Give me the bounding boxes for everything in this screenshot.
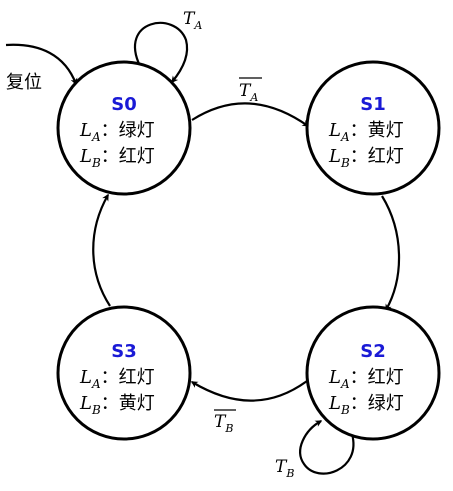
state-s2-la: LA：红灯 bbox=[328, 367, 404, 391]
state-s1: S1 LA：黄灯 LB：红灯 bbox=[305, 60, 441, 196]
state-s2-name: S2 bbox=[360, 341, 386, 362]
reset-label: 复位 bbox=[6, 72, 42, 93]
state-s0-name: S0 bbox=[111, 94, 137, 115]
state-s3-name: S3 bbox=[111, 341, 137, 362]
s2-self-loop bbox=[299, 420, 355, 475]
state-s3: S3 LA：红灯 LB：黄灯 bbox=[56, 305, 192, 441]
state-s2-lb: LB：绿灯 bbox=[328, 393, 404, 417]
s2-self-loop-label: TB bbox=[275, 457, 294, 480]
s3-to-s0-arrow bbox=[92, 193, 111, 307]
state-s0-la: LA：绿灯 bbox=[79, 120, 155, 144]
state-s1-name: S1 bbox=[360, 94, 386, 115]
s1-to-s2-arrow bbox=[381, 195, 401, 312]
s0-self-loop bbox=[133, 21, 189, 84]
s2-to-s3-label: TB bbox=[214, 412, 233, 435]
s0-to-s1-arrow bbox=[191, 102, 310, 127]
state-s2: S2 LA：红灯 LB：绿灯 bbox=[305, 305, 441, 441]
state-s3-lb: LB：黄灯 bbox=[79, 393, 155, 417]
state-s1-la: LA：黄灯 bbox=[328, 120, 404, 144]
s0-to-s1-label: TA bbox=[239, 81, 258, 104]
state-s0: S0 LA：绿灯 LB：红灯 bbox=[56, 60, 192, 196]
state-s3-la: LA：红灯 bbox=[79, 367, 155, 391]
state-s1-lb: LB：红灯 bbox=[328, 146, 404, 170]
state-s0-lb: LB：红灯 bbox=[79, 146, 155, 170]
reset-arrow bbox=[5, 43, 78, 86]
s0-self-loop-label: TA bbox=[183, 9, 202, 32]
s2-to-s3-arrow bbox=[190, 380, 308, 402]
